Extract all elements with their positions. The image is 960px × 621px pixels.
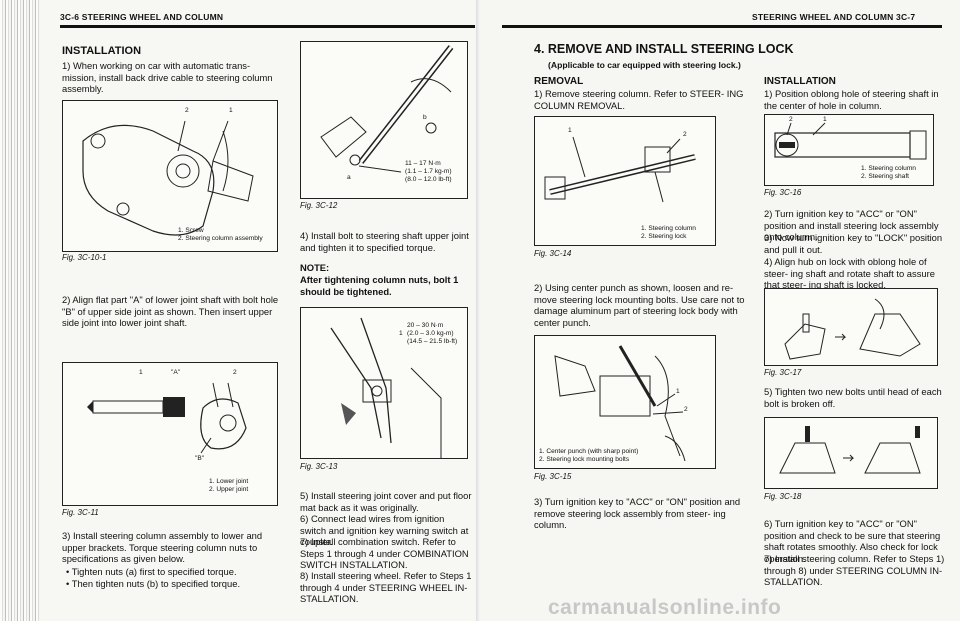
legend-item: 2. Steering lock mounting bolts [539,456,630,463]
install-step-1: 1) Position oblong hole of steering shaf… [764,88,939,111]
install-step-5: 5) Tighten two new bolts until head of e… [764,386,942,409]
section-title: 4. REMOVE AND INSTALL STEERING LOCK [534,42,794,56]
fig-label-2: 2 [185,107,189,114]
torque-spec: 20 – 30 N·m [407,322,444,329]
note-title: NOTE: [300,262,330,273]
torque-spec: (8.0 – 12.0 lb-ft) [405,176,452,183]
legend-item: 2. Upper joint [209,486,249,493]
figure-3c-12: 11 – 17 N·m (1.1 – 1.7 kg-m) (8.0 – 12.0… [300,41,468,199]
column-mounting-drawing [320,45,454,173]
watermark-text: carmanualsonline.info [548,596,782,619]
fig-caption: Fig. 3C-15 [534,472,572,481]
fig-label-2: 2 [684,406,688,413]
fig-label-1: 1 [823,116,827,123]
figure-3c-11: 1 "A" 2 "B" 1. Lower joint 2. Upper join… [62,362,278,506]
right-page: STEERING WHEEL AND COLUMN 3C-7 4. REMOVE… [480,0,960,621]
figure-3c-16: 2 1 1. Steering column 2. Steering shaft [764,114,934,186]
page-edge-shadow [0,0,40,621]
fig-label-1: 1 [139,369,143,376]
fig-caption: Fig. 3C-13 [300,462,338,471]
fig-caption: Fig. 3C-12 [300,201,338,210]
figure-3c-10-1: 2 1 1. Screw 2. Steering column assembly [62,100,278,252]
fig-label-2: 2 [789,116,793,123]
figure-3c-17 [764,288,938,366]
step-1: 1) When working on car with automatic tr… [62,60,273,95]
torque-spec: (2.0 – 3.0 kg-m) [407,330,454,337]
removal-step-3: 3) Turn ignition key to "ACC" or "ON" po… [534,496,741,531]
column-assembly-drawing [82,120,254,236]
oblong-hole-drawing [774,122,927,160]
step-6: 6) Connect lead wires from ignition swit… [300,513,469,548]
torque-spec: (1.1 – 1.7 kg-m) [405,168,452,175]
fig-caption: Fig. 3C-14 [534,249,572,258]
fig-label-a: a [347,174,351,181]
fig-label-b: "B" [195,455,205,462]
fig-label-1: 1 [676,388,680,395]
torque-spec: 11 – 17 N·m [405,160,441,167]
section-subtitle: (Applicable to car equipped with steerin… [548,60,741,70]
step-5: 5) Install steering joint cover and put … [300,490,472,513]
fig-label-a: "A" [171,369,181,376]
left-page: 3C-6 STEERING WHEEL AND COLUMN INSTALLAT… [0,0,475,621]
legend-item: 1. Lower joint [209,478,249,485]
fig-caption: Fig. 3C-17 [764,368,802,377]
upper-joint-drawing [330,317,442,458]
fig-caption: Fig. 3C-18 [764,492,802,501]
figure-3c-14: 1 2 1. Steering column 2. Steering lock [534,116,716,246]
removal-step-2: 2) Using center punch as shown, loosen a… [534,282,745,328]
install-step-4: 4) Align hub on lock with oblong hole of… [764,256,935,291]
joint-shaft-drawing [87,382,247,454]
step-8: 8) Install steering wheel. Refer to Step… [300,570,472,605]
fig-label-2: 2 [683,131,687,138]
step-2: 2) Align flat part "A" of lower joint sh… [62,294,279,329]
install-title: INSTALLATION [764,76,836,87]
install-step-6: 6) Turn ignition key to "ACC" or "ON" po… [764,518,941,564]
legend-item: 1. Steering column [861,165,916,172]
torque-spec: (14.5 – 21.5 lb-ft) [407,338,458,345]
legend-item: 2. Steering shaft [861,173,910,180]
bullet-item: • Then tighten nuts (b) to specified tor… [66,578,241,589]
legend-item: 1. Steering column [641,225,696,232]
figure-3c-18 [764,417,938,489]
legend-item: 1. Center punch (with sharp point) [539,448,639,455]
right-header: STEERING WHEEL AND COLUMN 3C-7 [752,12,916,22]
legend-item: 2. Steering column assembly [178,235,263,242]
step-3: 3) Install steering column assembly to l… [62,530,263,565]
left-header: 3C-6 STEERING WHEEL AND COLUMN [60,12,224,22]
fig-caption: Fig. 3C-11 [62,508,99,517]
steering-lock-drawing [544,136,696,203]
fig-caption: Fig. 3C-10-1 [62,253,107,262]
removal-step-1: 1) Remove steering column. Refer to STEE… [534,88,744,111]
figure-3c-15: 1 2 1. Center punch (with sharp point) 2… [534,335,716,469]
bolt-break-drawing [779,426,921,474]
fig-label-1: 1 [399,330,403,337]
note-body: After tightening column nuts, bolt 1 sho… [300,274,459,297]
step-4: 4) Install bolt to steering shaft upper … [300,230,469,253]
fig-caption: Fig. 3C-16 [764,188,802,197]
figure-3c-13: 20 – 30 N·m (2.0 – 3.0 kg-m) (14.5 – 21.… [300,307,468,459]
left-header-rule [60,25,475,28]
fig-label-1: 1 [229,107,233,114]
legend-item: 1. Screw [178,227,204,234]
install-step-7: 7) Install steering column. Refer to Ste… [764,553,945,588]
step-7: 7) Install combination switch. Refer to … [300,536,469,571]
legend-item: 2. Steering lock [641,233,687,240]
install-step-2: 2) Turn ignition key to "ACC" or "ON" po… [764,208,939,243]
fig-label-b: b [423,114,427,121]
right-header-rule [502,25,942,28]
installation-title: INSTALLATION [62,45,142,57]
fig-label-2: 2 [233,369,237,376]
lock-hub-drawing [784,298,921,360]
bullet-item: • Tighten nuts (a) first to specified to… [66,566,237,577]
install-step-3: 3) Now turn ignition key to "LOCK" posit… [764,232,943,255]
fig-label-1: 1 [568,127,572,134]
removal-title: REMOVAL [534,76,584,87]
center-punch-drawing [554,345,686,462]
